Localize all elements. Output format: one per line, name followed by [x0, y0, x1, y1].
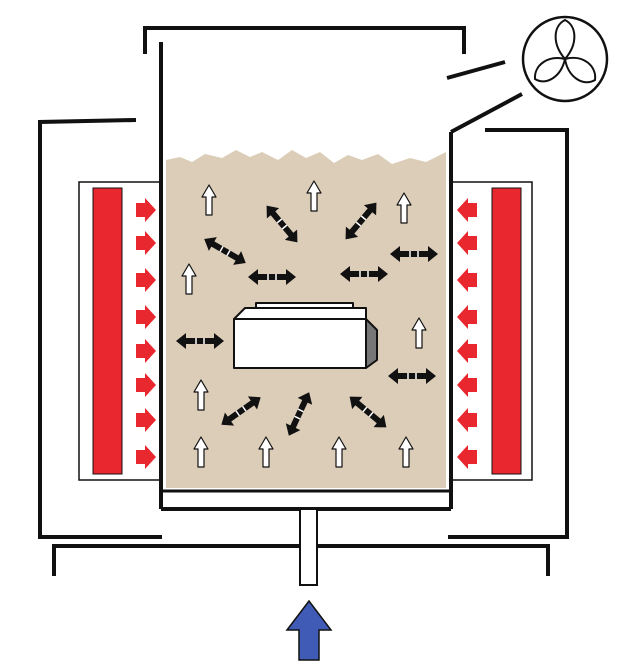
gas-inlet-pipe [299, 508, 318, 586]
workpiece [233, 302, 378, 369]
gas-inlet-arrow-icon [285, 599, 333, 661]
fan-icon [521, 15, 609, 103]
retort-lid [143, 26, 466, 54]
right-heater-element [491, 187, 522, 475]
furnace-outer-shell [38, 118, 569, 539]
left-heater-element [92, 187, 123, 475]
